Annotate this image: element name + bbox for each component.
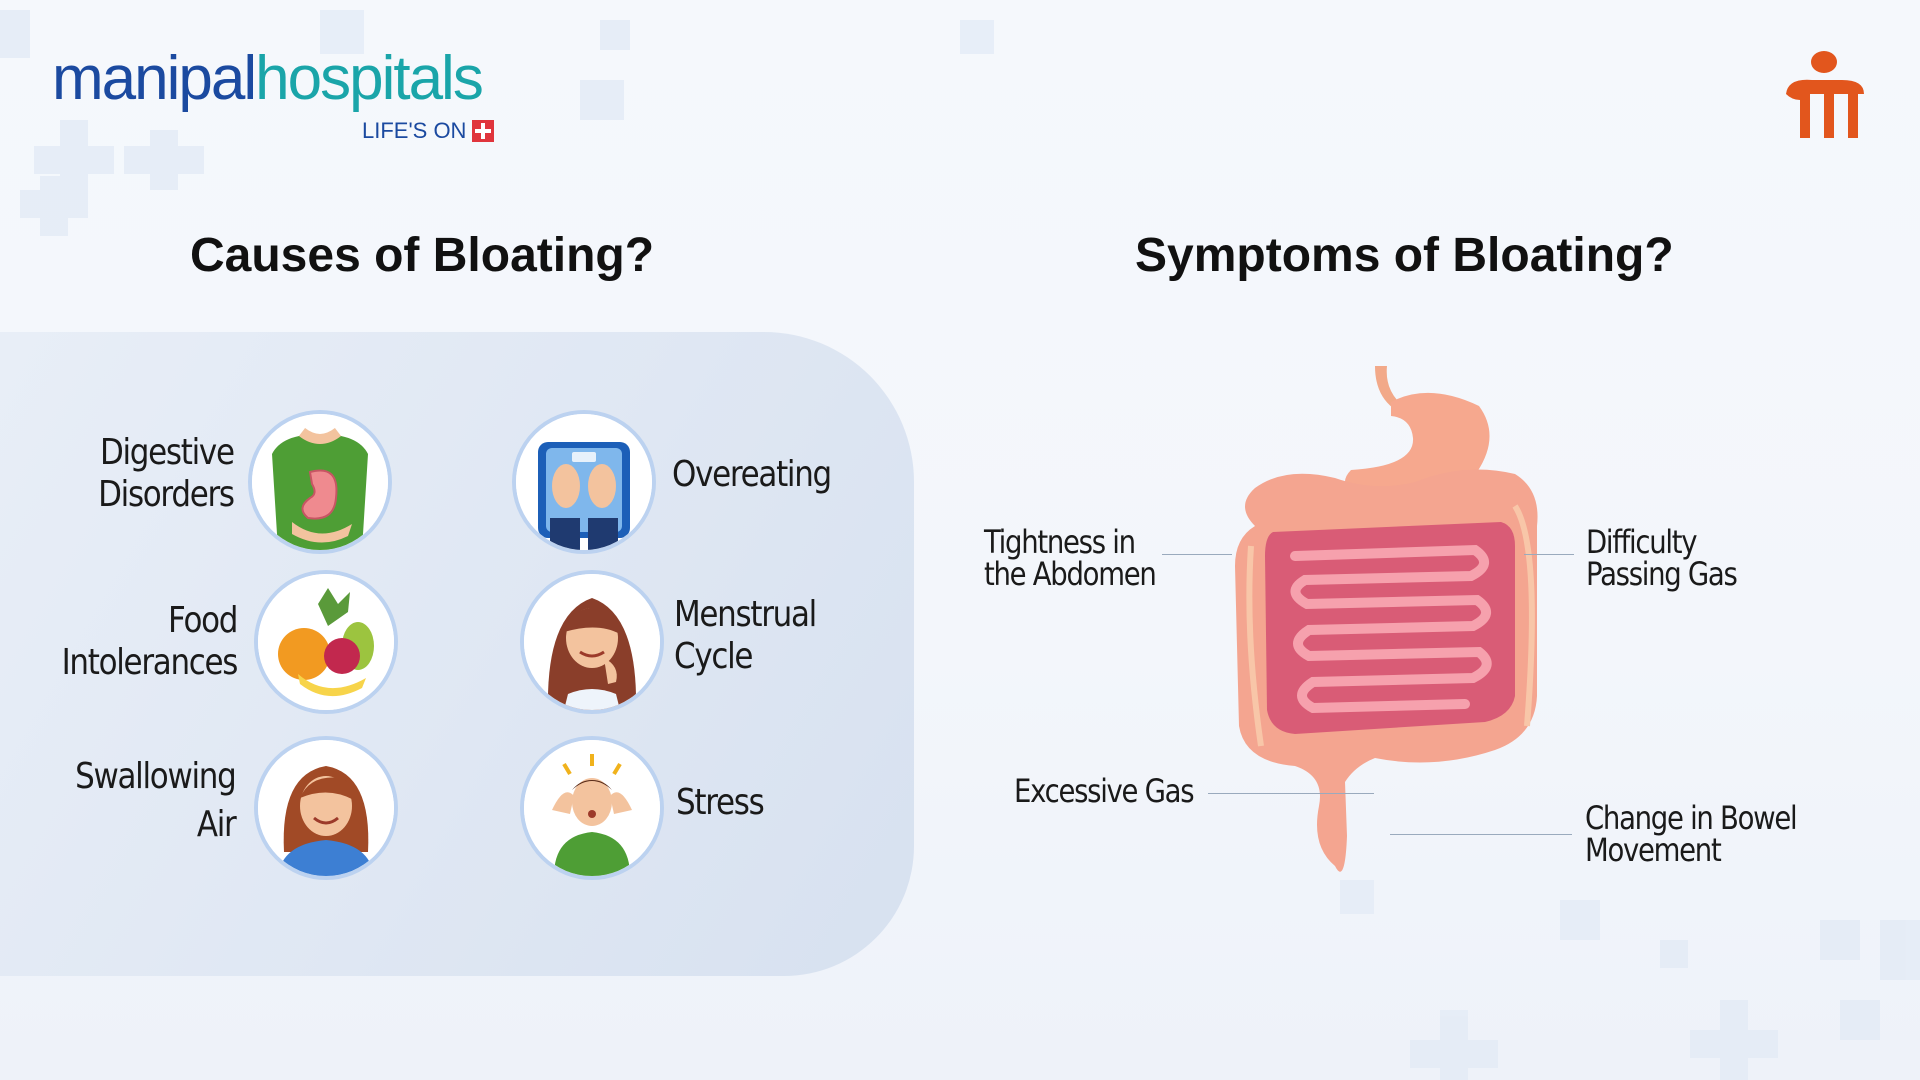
weighing-scale-icon <box>512 410 656 554</box>
causes-heading: Causes of Bloating? <box>190 229 655 282</box>
logo-word-hospitals: hospitals <box>255 44 484 113</box>
cause-label-line: Stress <box>676 782 765 823</box>
tagline-text: LIFE'S ON <box>362 118 467 143</box>
food-basket-icon <box>254 570 398 714</box>
symptom-label-line: Excessive Gas <box>1014 772 1195 810</box>
symptom-label-line: the Abdomen <box>984 555 1157 593</box>
symptom-label-line: Passing Gas <box>1586 555 1738 593</box>
cause-menstrual-cycle-label: Menstrual Cycle <box>674 594 817 678</box>
cause-swallowing-air-label: Swallowing Air <box>74 756 237 846</box>
cause-label-line: Disorders <box>98 474 235 515</box>
logo-word-manipal: manipal <box>52 44 257 113</box>
cause-label-line: Swallowing <box>74 756 237 797</box>
leader-line <box>1524 554 1574 555</box>
cause-stress-label: Stress <box>676 782 765 824</box>
symptom-excessive-gas-label: Excessive Gas <box>1014 772 1195 810</box>
woman-pain-icon <box>520 570 664 714</box>
cause-food-intolerances-label: Food Intolerances <box>61 600 238 684</box>
manipal-logo[interactable]: manipalhospitals LIFE'S ON <box>52 44 512 144</box>
stressed-man-icon <box>520 736 664 880</box>
manipal-brand-mark-icon <box>1786 51 1864 138</box>
symptom-label-line: Difficulty <box>1586 523 1698 561</box>
logo-tagline: LIFE'S ON <box>362 118 495 144</box>
stomach-person-icon <box>248 410 392 554</box>
symptom-difficulty-gas-label: Difficulty Passing Gas <box>1586 523 1738 593</box>
cause-label-line: Intolerances <box>61 642 238 683</box>
cause-label-line: Cycle <box>674 636 753 677</box>
intestine-icon <box>1235 366 1538 872</box>
leader-line <box>1390 834 1572 835</box>
leader-line <box>1208 793 1374 794</box>
logo-wordmark: manipalhospitals <box>52 44 484 114</box>
cause-label-line: Food <box>167 600 238 641</box>
cause-label-line: Air <box>196 804 236 845</box>
symptoms-heading: Symptoms of Bloating? <box>1135 229 1674 282</box>
cause-label-line: Overeating <box>672 454 832 495</box>
causes-panel <box>0 332 914 976</box>
smiling-woman-icon <box>254 736 398 880</box>
symptom-bowel-movement-label: Change in Bowel Movement <box>1585 799 1798 869</box>
symptom-label-line: Change in Bowel <box>1585 799 1798 837</box>
leader-line <box>1162 554 1232 555</box>
cause-digestive-disorders-label: Digestive Disorders <box>98 432 235 516</box>
symptom-label-line: Tightness in <box>984 523 1136 561</box>
cause-overeating-label: Overeating <box>672 454 832 496</box>
symptom-tightness-label: Tightness in the Abdomen <box>984 523 1157 593</box>
cause-label-line: Digestive <box>100 432 235 473</box>
medical-cross-icon <box>472 120 495 142</box>
cause-label-line: Menstrual <box>674 594 817 635</box>
symptom-label-line: Movement <box>1585 831 1722 869</box>
